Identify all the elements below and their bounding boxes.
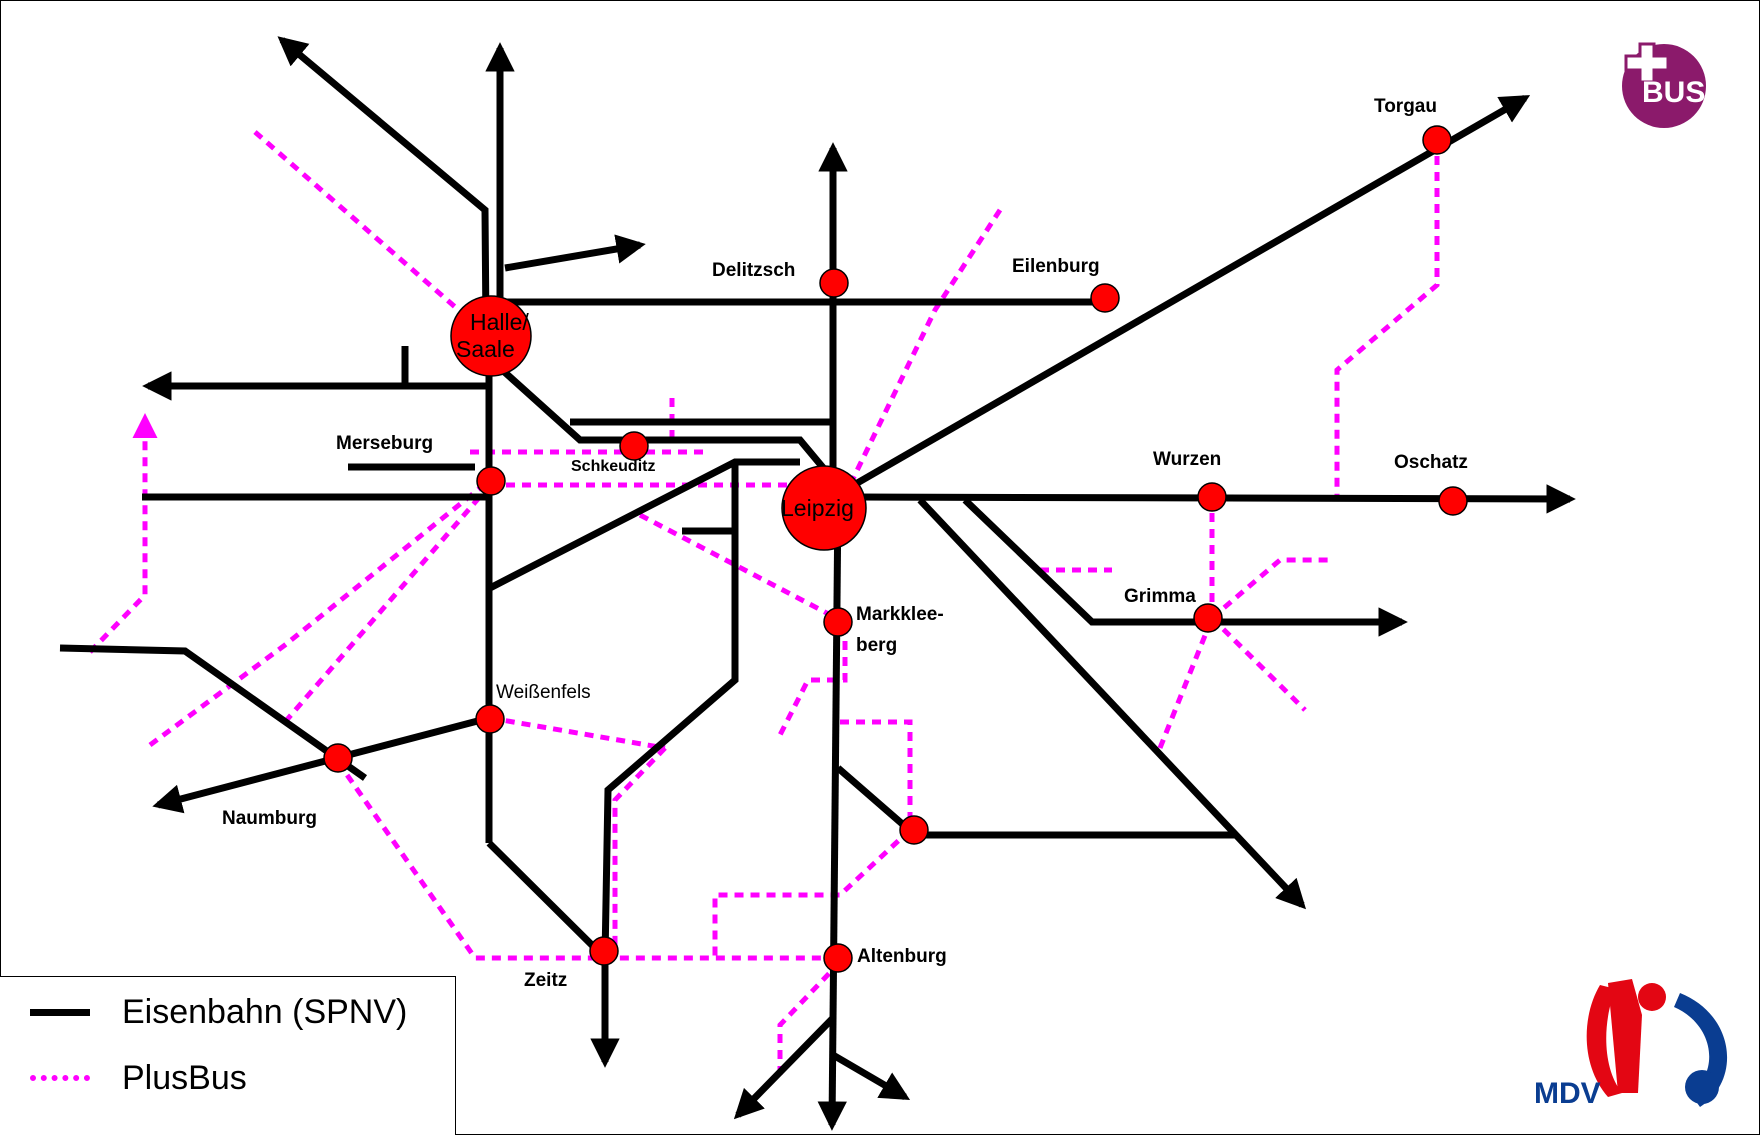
- plusbus-zeitz-north: [612, 746, 667, 955]
- plusbus-delitzsch-diagonal: [847, 208, 1003, 487]
- label-delitzsch: Delitzsch: [712, 260, 795, 281]
- stations: [323, 125, 1468, 973]
- label-schkeuditz: Schkeuditz: [571, 458, 655, 475]
- legend: Eisenbahn (SPNV) PlusBus: [0, 976, 456, 1135]
- label-wurzen: Wurzen: [1153, 449, 1221, 470]
- label-leipzig: Leipzig: [781, 495, 854, 521]
- station-markkleeberg[interactable]: [823, 607, 853, 637]
- label-weissenfels: Weißenfels: [496, 682, 591, 703]
- legend-rail-label: Eisenbahn (SPNV): [122, 993, 408, 1031]
- rail-leipzig-eilenburg-torgau: [831, 94, 1531, 501]
- plusbus-merseburg-west: [88, 413, 158, 654]
- station-labels: Halle/ Saale Leipzig Delitzsch Eilenburg…: [222, 96, 1468, 991]
- rail-markkleeberg-branch: [835, 765, 1235, 839]
- station-halle[interactable]: [450, 295, 532, 377]
- label-torgau: Torgau: [1374, 96, 1437, 117]
- station-wurzen[interactable]: [1197, 482, 1227, 512]
- legend-rail: Eisenbahn (SPNV): [0, 987, 455, 1037]
- station-torgau[interactable]: [1422, 125, 1452, 155]
- station-weissenfels[interactable]: [475, 704, 505, 734]
- rail-weissenfels-zeitz: [486, 840, 620, 1068]
- plusbus-grimma-southwest: [1157, 617, 1215, 749]
- plusbus-logo: BUS: [1622, 42, 1706, 128]
- rail-halle-schkeuditz-leipzig: [497, 365, 828, 473]
- plusbus-zeitz-altenburg-loop: [712, 828, 912, 958]
- station-eilenburg[interactable]: [1090, 283, 1120, 313]
- plusbus-markkleeberg-loop: [840, 719, 913, 820]
- station-oschatz[interactable]: [1438, 486, 1468, 516]
- station-zeitz[interactable]: [589, 936, 619, 966]
- label-zeitz: Zeitz: [524, 970, 567, 991]
- label-eilenburg: Eilenburg: [1012, 256, 1100, 277]
- station-leipzig[interactable]: [781, 465, 867, 551]
- label-merseburg: Merseburg: [336, 433, 433, 454]
- legend-bus-swatch: [30, 1075, 90, 1081]
- station-schkeuditz[interactable]: [619, 431, 649, 461]
- station-naumburg[interactable]: [323, 743, 353, 773]
- label-halle-1: Halle/: [470, 309, 529, 335]
- legend-bus: PlusBus: [0, 1053, 455, 1103]
- plusbus-halle-northwest: [253, 130, 472, 322]
- rail-leipzig-merseburg: [488, 458, 800, 592]
- label-grimma: Grimma: [1124, 586, 1196, 607]
- plusbus-merseburg-southwest: [148, 478, 492, 748]
- plusbus-naumburg-zeitz: [335, 760, 842, 961]
- station-delitzsch[interactable]: [819, 268, 849, 298]
- rail-altenburg-southwest: [733, 1015, 836, 1120]
- mdv-logo-text: MDV: [1534, 1077, 1601, 1110]
- rail-leipzig-altenburg-south: [817, 496, 847, 1131]
- plusbus-torgau-south: [1334, 140, 1440, 500]
- label-oschatz: Oschatz: [1394, 452, 1468, 473]
- station-grimma[interactable]: [1193, 603, 1223, 633]
- rail-leipzig-grimma: [962, 497, 1408, 637]
- plusbus-logo-text: BUS: [1642, 76, 1705, 109]
- mdv-logo: MDV: [1534, 979, 1728, 1110]
- rail-weissenfels-naumburg: [152, 714, 490, 814]
- station-markkleeberg-south[interactable]: [899, 815, 929, 845]
- label-markkleeberg-1: Markklee-: [856, 604, 944, 625]
- station-altenburg[interactable]: [823, 943, 853, 973]
- label-naumburg: Naumburg: [222, 808, 317, 829]
- plusbus-leipzig-markkleeberg: [638, 512, 842, 623]
- label-markkleeberg-2: berg: [856, 635, 897, 656]
- plusbus-merseburg-naumburg: [283, 483, 492, 724]
- plusbus-grimma-northeast: [1210, 557, 1330, 620]
- rail-altenburg-southeast: [831, 1051, 911, 1101]
- rail-halle-northeast: [504, 234, 646, 272]
- legend-rail-swatch: [30, 1009, 90, 1016]
- rail-naumburg-west: [59, 644, 368, 781]
- plusbus-grimma-southeast: [1210, 616, 1307, 712]
- rail-leipzig-zeitz: [601, 462, 739, 959]
- label-altenburg: Altenburg: [857, 946, 947, 967]
- rail-leipzig-southeast: [917, 497, 1307, 910]
- rail-lines: [59, 36, 1576, 1131]
- label-halle-2: Saale: [456, 336, 515, 362]
- legend-bus-label: PlusBus: [122, 1059, 247, 1097]
- station-merseburg[interactable]: [476, 466, 506, 496]
- rail-halle-northwest: [277, 36, 490, 331]
- plusbus-weissenfels-east: [489, 715, 666, 751]
- plusbus-altenburg-southwest: [777, 960, 842, 1075]
